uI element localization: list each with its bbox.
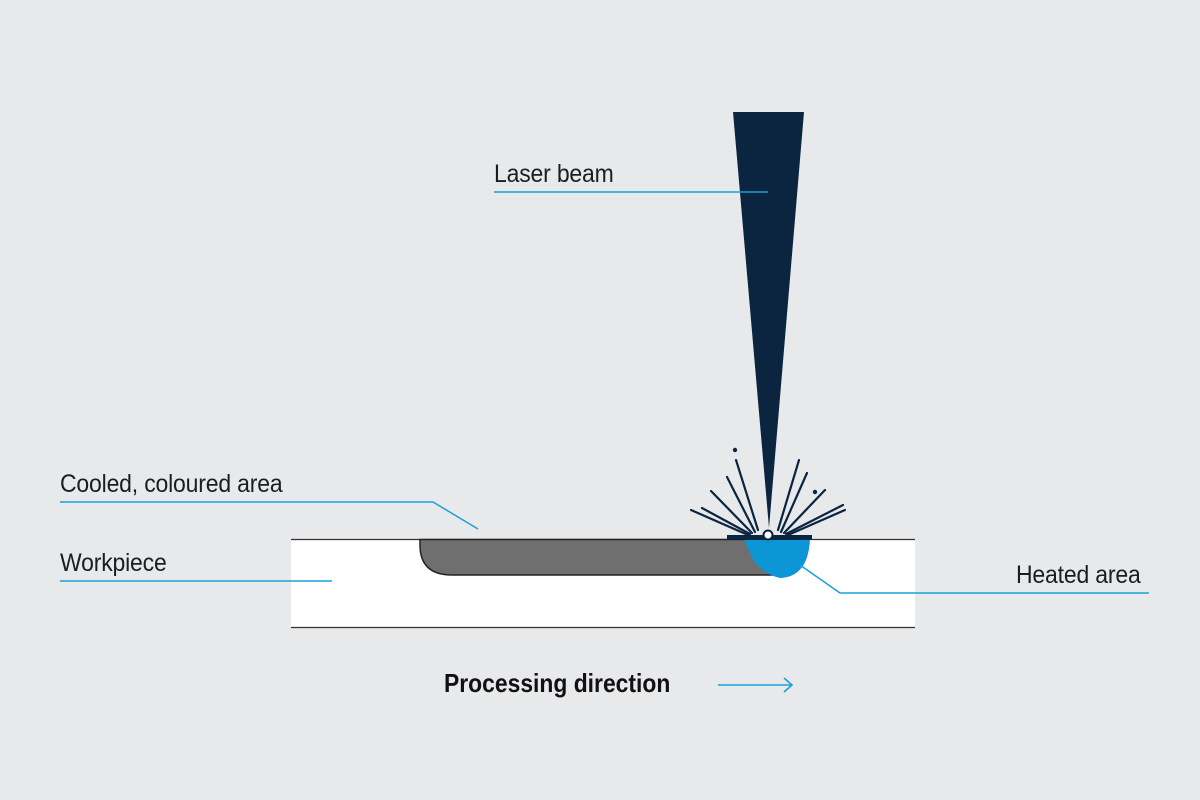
laser-beam-shape [733, 112, 804, 528]
spark-dot-left [732, 447, 738, 453]
cooled-area-leader [60, 501, 479, 530]
processing-direction-label: Processing direction [444, 668, 671, 698]
laser-beam-label: Laser beam [494, 160, 614, 188]
spark-dot-right [812, 489, 818, 495]
cooled-area-shape [419, 538, 791, 576]
workpiece-label: Workpiece [60, 549, 167, 577]
beam-focus-point [762, 529, 774, 541]
heated-area-shape [744, 539, 810, 578]
cooled-area-label: Cooled, coloured area [60, 470, 283, 498]
direction-arrow-icon [718, 677, 794, 693]
spark-rays [689, 458, 847, 537]
heated-area-label: Heated area [1016, 561, 1141, 589]
heated-area-leader [799, 564, 1149, 594]
